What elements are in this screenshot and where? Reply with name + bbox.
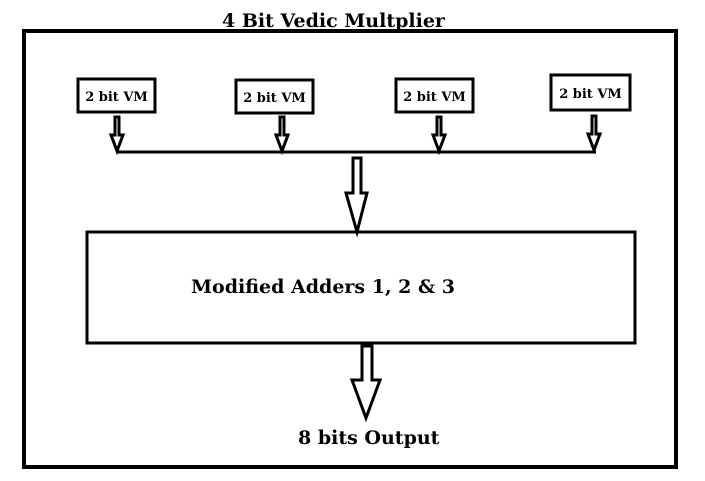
vm-module-label: 2 bit VM bbox=[403, 90, 466, 105]
diagram-title: 4 Bit Vedic Multplier bbox=[222, 10, 446, 32]
vm-module-3: 2 bit VM bbox=[394, 77, 475, 114]
module-arrow-3 bbox=[430, 115, 448, 156]
vm-module-box bbox=[549, 73, 632, 112]
module-arrow-2 bbox=[273, 115, 291, 156]
arrow-shape bbox=[585, 114, 603, 155]
module-arrow-1 bbox=[108, 115, 126, 156]
vm-module-box bbox=[234, 78, 315, 115]
arrow-shape bbox=[273, 115, 291, 156]
vm-module-label: 2 bit VM bbox=[85, 90, 148, 105]
vm-module-label: 2 bit VM bbox=[559, 87, 622, 102]
vm-module-4: 2 bit VM bbox=[549, 73, 632, 112]
adder-block bbox=[85, 230, 637, 345]
outer-frame bbox=[22, 29, 678, 469]
module-arrow-4 bbox=[585, 114, 603, 155]
output-label: 8 bits Output bbox=[298, 427, 440, 449]
adder-label: Modified Adders 1, 2 & 3 bbox=[191, 276, 455, 298]
bus-to-adder-arrow bbox=[344, 156, 369, 238]
vm-module-box bbox=[394, 77, 475, 114]
vm-module-box bbox=[76, 77, 157, 114]
vm-module-1: 2 bit VM bbox=[76, 77, 157, 114]
vm-module-2: 2 bit VM bbox=[234, 78, 315, 115]
output-arrow bbox=[349, 344, 383, 423]
arrow-shape bbox=[430, 115, 448, 156]
vm-module-label: 2 bit VM bbox=[243, 91, 306, 106]
arrow-shape bbox=[108, 115, 126, 156]
